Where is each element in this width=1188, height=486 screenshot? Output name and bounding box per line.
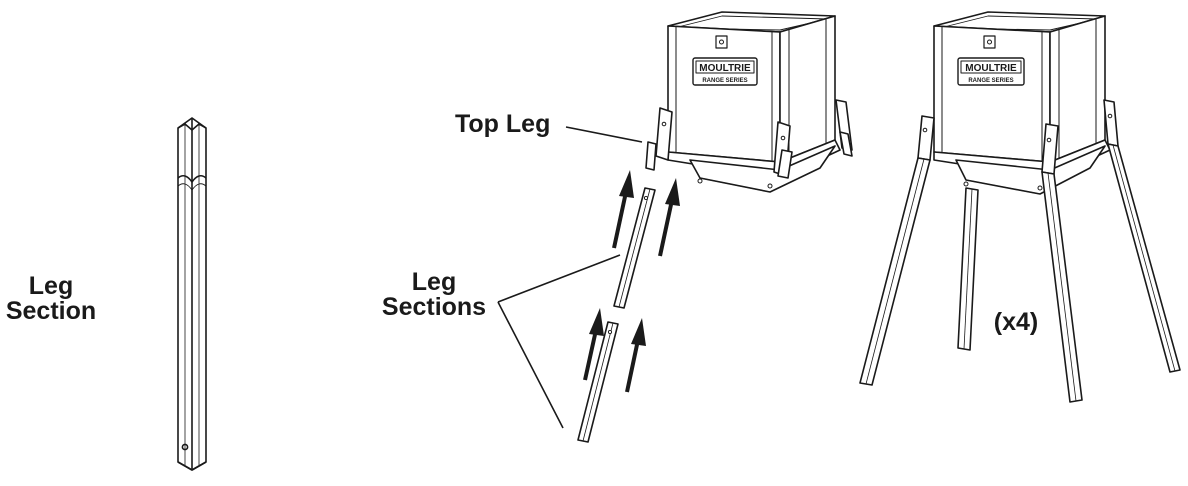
feeder-assembled: MOULTRIE RANGE SERIES <box>859 11 1181 403</box>
top-leg-label: Top Leg <box>455 110 550 138</box>
insertion-arrows <box>583 170 680 393</box>
leg-sections-label-line2: Sections <box>381 293 487 321</box>
logo-plate-assembled: MOULTRIE RANGE SERIES <box>957 57 1025 86</box>
quantity-label: (x4) <box>988 310 1044 335</box>
top-leg-callout: Top Leg <box>455 110 643 143</box>
logo-plate: MOULTRIE RANGE SERIES <box>692 57 758 86</box>
leg-sections-leaders <box>497 254 621 429</box>
arrow-up-1 <box>612 170 634 249</box>
logo-brand-assembled: MOULTRIE <box>965 63 1017 74</box>
logo-brand: MOULTRIE <box>699 63 751 74</box>
logo-subline: RANGE SERIES <box>702 78 747 84</box>
arrow-up-3 <box>583 308 604 381</box>
leg-section-label: Leg Section <box>2 274 100 324</box>
feeder-exploded: MOULTRIE RANGE SERIES <box>645 11 853 193</box>
logo-subline-assembled: RANGE SERIES <box>968 78 1013 84</box>
exploded-leg-sections <box>577 187 656 443</box>
arrow-up-4 <box>625 318 646 393</box>
arrow-up-2 <box>658 178 680 257</box>
top-leg-leader <box>565 126 643 143</box>
leg-sections-label: Leg Sections <box>378 270 490 320</box>
leg-sections-label-line1: Leg <box>411 268 457 296</box>
leg-section-label-line2: Section <box>5 297 97 325</box>
leg-section-label-line1: Leg <box>28 272 74 300</box>
quantity-text: (x4) <box>993 308 1039 336</box>
single-leg-section <box>177 117 207 471</box>
